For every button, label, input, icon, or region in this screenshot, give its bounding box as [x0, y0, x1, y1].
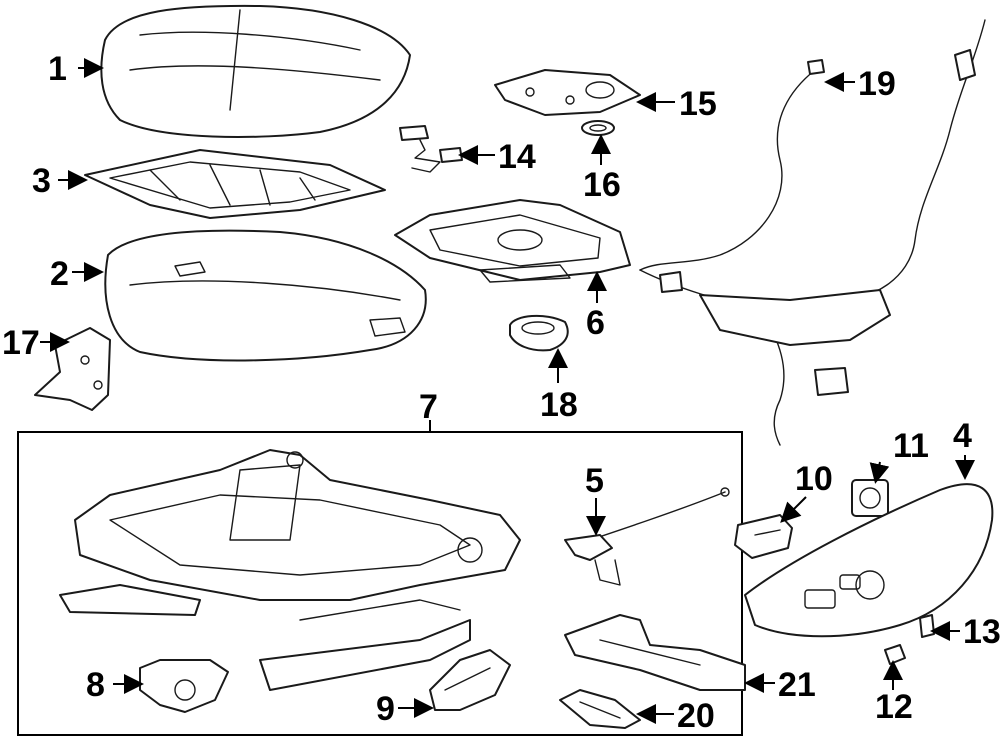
- part-13-knob: [919, 614, 935, 638]
- part-9-motor: [429, 649, 511, 711]
- leader-11: [869, 461, 890, 484]
- callout-9: 9: [376, 690, 395, 728]
- part-20-trim: [559, 689, 641, 729]
- callout-8: 8: [86, 666, 105, 704]
- callout-15: 15: [679, 85, 717, 123]
- part-6-pan: [394, 199, 631, 283]
- callout-4: 4: [953, 417, 972, 455]
- part-10-switch: [734, 514, 793, 559]
- callout-17: 17: [2, 324, 40, 362]
- callout-16: 16: [583, 166, 621, 204]
- part-16-ring: [581, 120, 615, 136]
- part-12-knob: [884, 644, 906, 665]
- callout-7: 7: [419, 388, 438, 426]
- part-18-actuator: [509, 314, 569, 352]
- callout-14: 14: [498, 138, 536, 176]
- leader-10: [780, 496, 807, 523]
- part-21-bracket: [564, 614, 746, 691]
- callout-11: 11: [893, 427, 929, 465]
- callout-5: 5: [585, 462, 604, 500]
- callout-labels: 1 2 3 4 5 6 7 8 9 10 11 12 13 14 15 16 1…: [2, 50, 1000, 735]
- part-2-cushion-pad: [104, 229, 427, 362]
- part-8-motor: [139, 659, 229, 713]
- callout-12: 12: [875, 688, 913, 726]
- part-7-group-box: [17, 431, 743, 736]
- part-1-cushion-cover: [100, 4, 411, 138]
- part-5-cable: [564, 487, 730, 586]
- callout-6: 6: [586, 304, 605, 342]
- callout-19: 19: [858, 65, 896, 103]
- callout-1: 1: [48, 50, 67, 88]
- part-3-mat: [84, 149, 386, 219]
- callout-13: 13: [963, 613, 1000, 651]
- callout-20: 20: [677, 697, 715, 735]
- part-17-bracket: [34, 327, 111, 411]
- part-15-plate: [494, 69, 641, 116]
- part-11-switch: [851, 479, 889, 517]
- callout-18: 18: [540, 386, 578, 424]
- part-7-seat-frame: [59, 449, 521, 691]
- part-14-sensor: [399, 125, 463, 173]
- callout-21: 21: [778, 666, 816, 704]
- callout-10: 10: [795, 460, 833, 498]
- part-19-harness: [639, 19, 986, 446]
- part-4-side-shield: [744, 483, 994, 638]
- callout-2: 2: [50, 255, 69, 293]
- leader-lines: [40, 58, 975, 724]
- callout-3: 3: [32, 162, 51, 200]
